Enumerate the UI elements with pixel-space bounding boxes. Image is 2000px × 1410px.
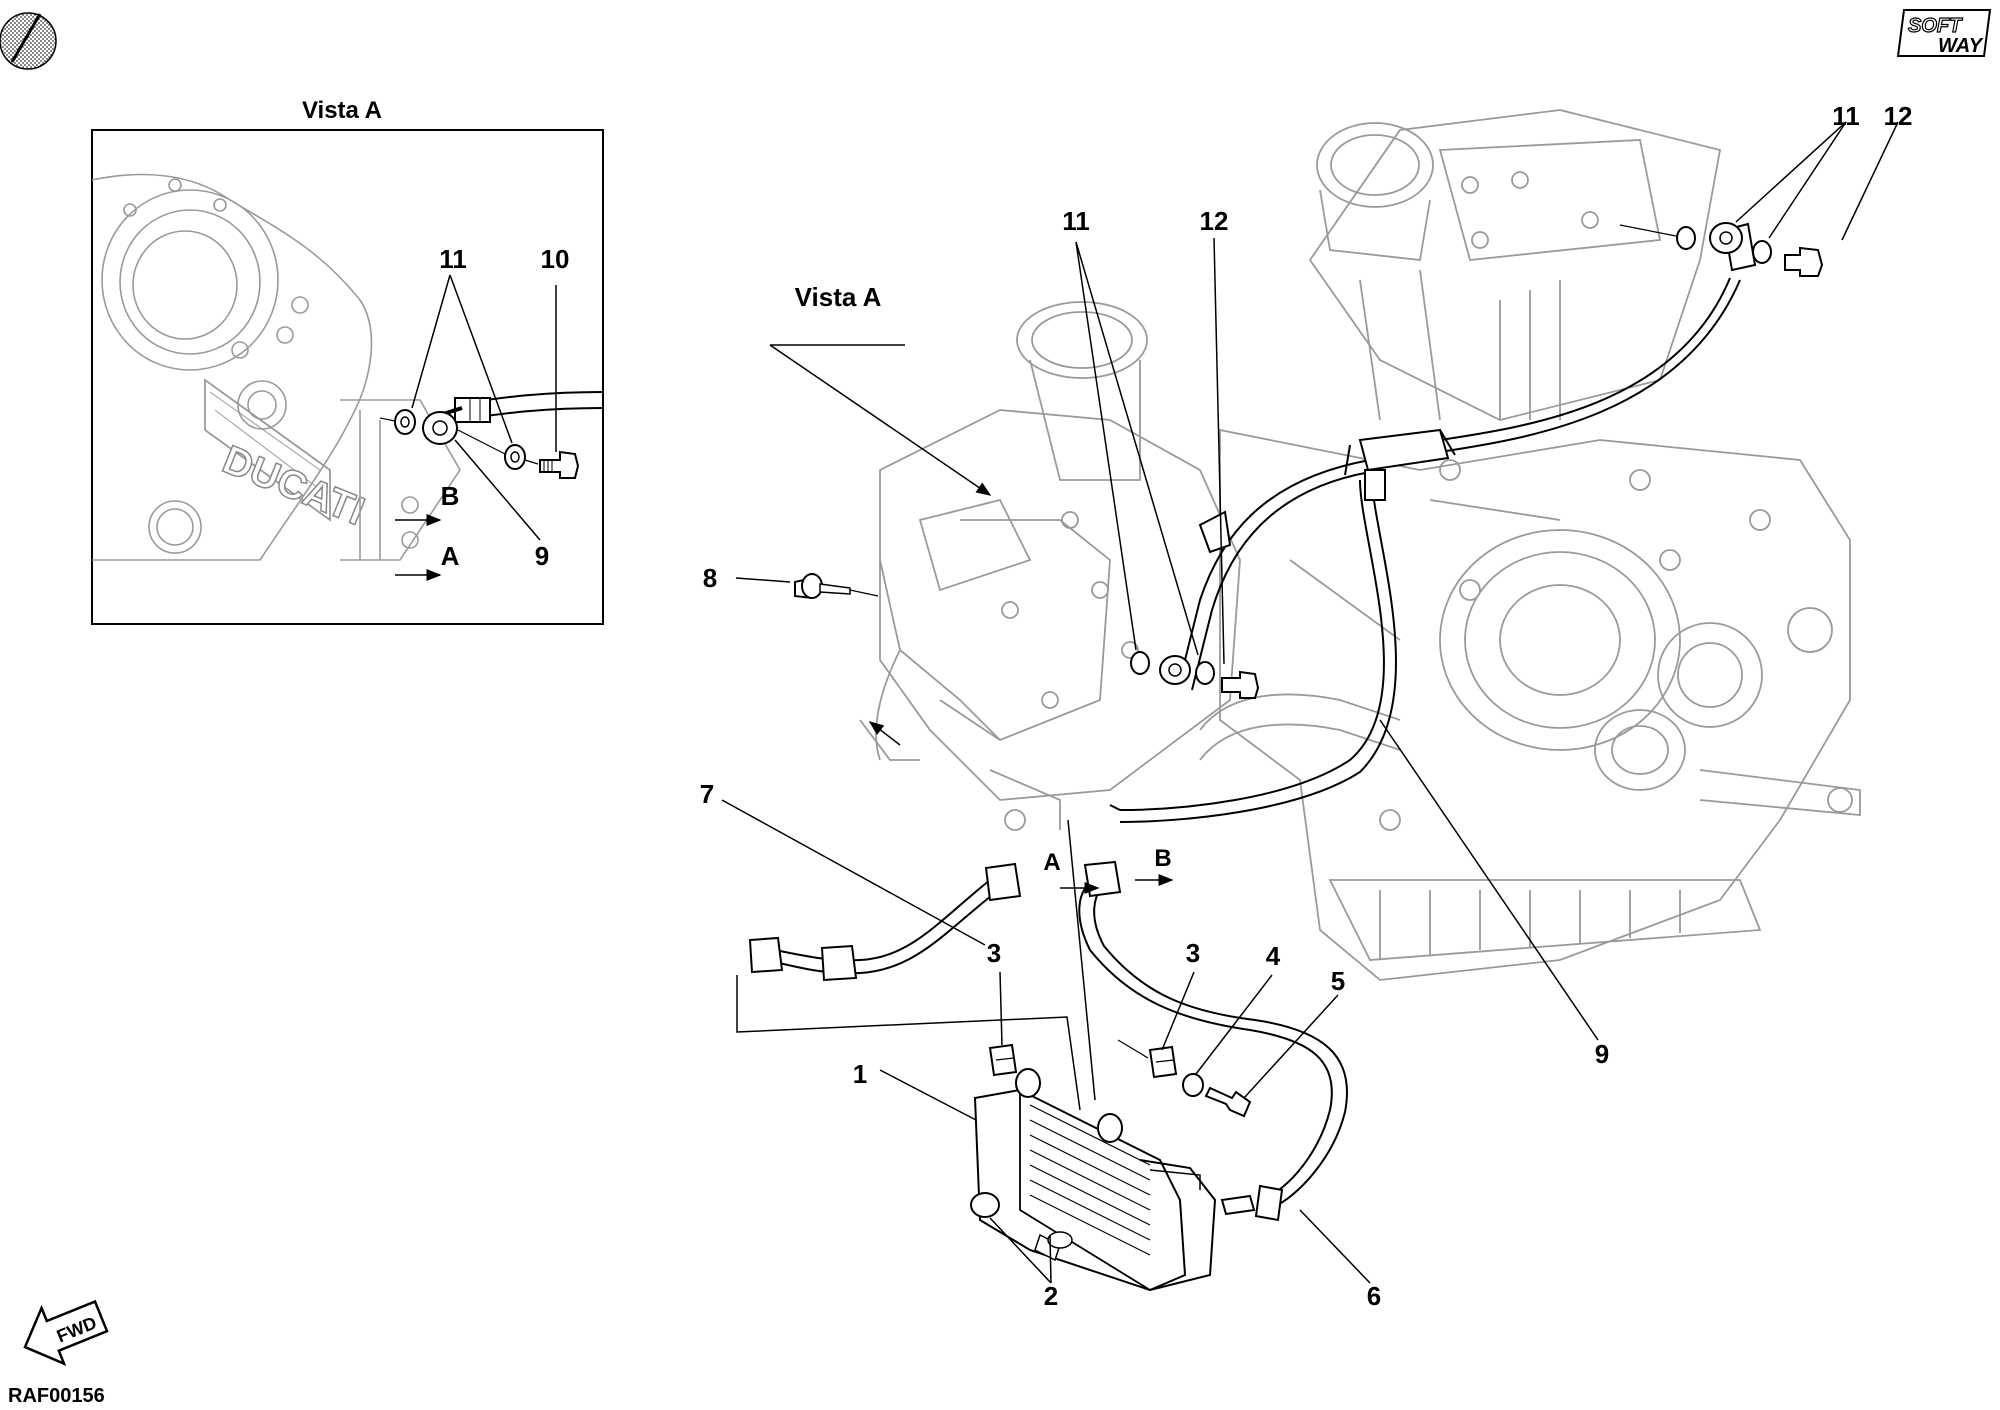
callout-9: 9 (1595, 1039, 1609, 1069)
callout-12-rear: 12 (1884, 101, 1913, 131)
fwd-direction-arrow-icon: FWD (23, 1299, 109, 1366)
callout-2: 2 (1044, 1281, 1058, 1311)
rear-head-union-fitting (1619, 222, 1824, 277)
inset-callout-a: A (441, 541, 460, 571)
callout-1: 1 (853, 1059, 867, 1089)
callout-5: 5 (1331, 966, 1345, 996)
connector-bracket-line (736, 975, 1081, 1111)
inset-title: Vista A (302, 97, 382, 124)
bolt-8 (794, 573, 879, 600)
svg-text:SOFT: SOFT (1908, 15, 1963, 37)
washer-4 (1182, 1073, 1204, 1097)
nut-2 (970, 1192, 1073, 1249)
oil-cooler-1 (973, 1068, 1217, 1292)
callout-11-rear: 11 (1832, 101, 1860, 131)
callout-a: A (1043, 849, 1060, 876)
svg-text:WAY: WAY (1938, 35, 1984, 57)
corner-disc-mark (0, 12, 57, 70)
callout-6: 6 (1367, 1281, 1381, 1311)
callout-12-front: 12 (1200, 206, 1229, 236)
softway-logo: SOFT WAY (1896, 9, 1992, 57)
bolt-5 (1204, 1086, 1252, 1118)
grommet-3-right (1148, 1045, 1178, 1079)
callout-b: B (1154, 845, 1171, 872)
inset-callout-b: B (441, 481, 460, 511)
grommet-3-left (988, 1043, 1018, 1077)
inset-vista-a: Vista A DUCATI (91, 97, 604, 625)
drawing-code: RAF00156 (8, 1385, 105, 1407)
callout-3-right: 3 (1186, 938, 1200, 968)
inset-callout-11: 11 (439, 244, 467, 274)
inset-bolt-10 (539, 450, 580, 479)
front-head-union-fitting (1130, 651, 1260, 699)
inset-callout-9: 9 (535, 541, 549, 571)
inset-oil-pipe-fitting (379, 391, 604, 479)
inset-frame (91, 129, 604, 625)
callout-leaders (721, 121, 1899, 1284)
callout-3-left: 3 (987, 938, 1001, 968)
callout-8: 8 (703, 563, 717, 593)
main-view-label: Vista A (795, 282, 882, 312)
inset-callout-10: 10 (541, 244, 570, 274)
oil-hose-7 (748, 862, 1022, 982)
callout-11-front: 11 (1062, 206, 1090, 236)
oil-hose-6 (1078, 860, 1348, 1222)
callout-4: 4 (1266, 941, 1281, 971)
callout-7: 7 (700, 779, 714, 809)
